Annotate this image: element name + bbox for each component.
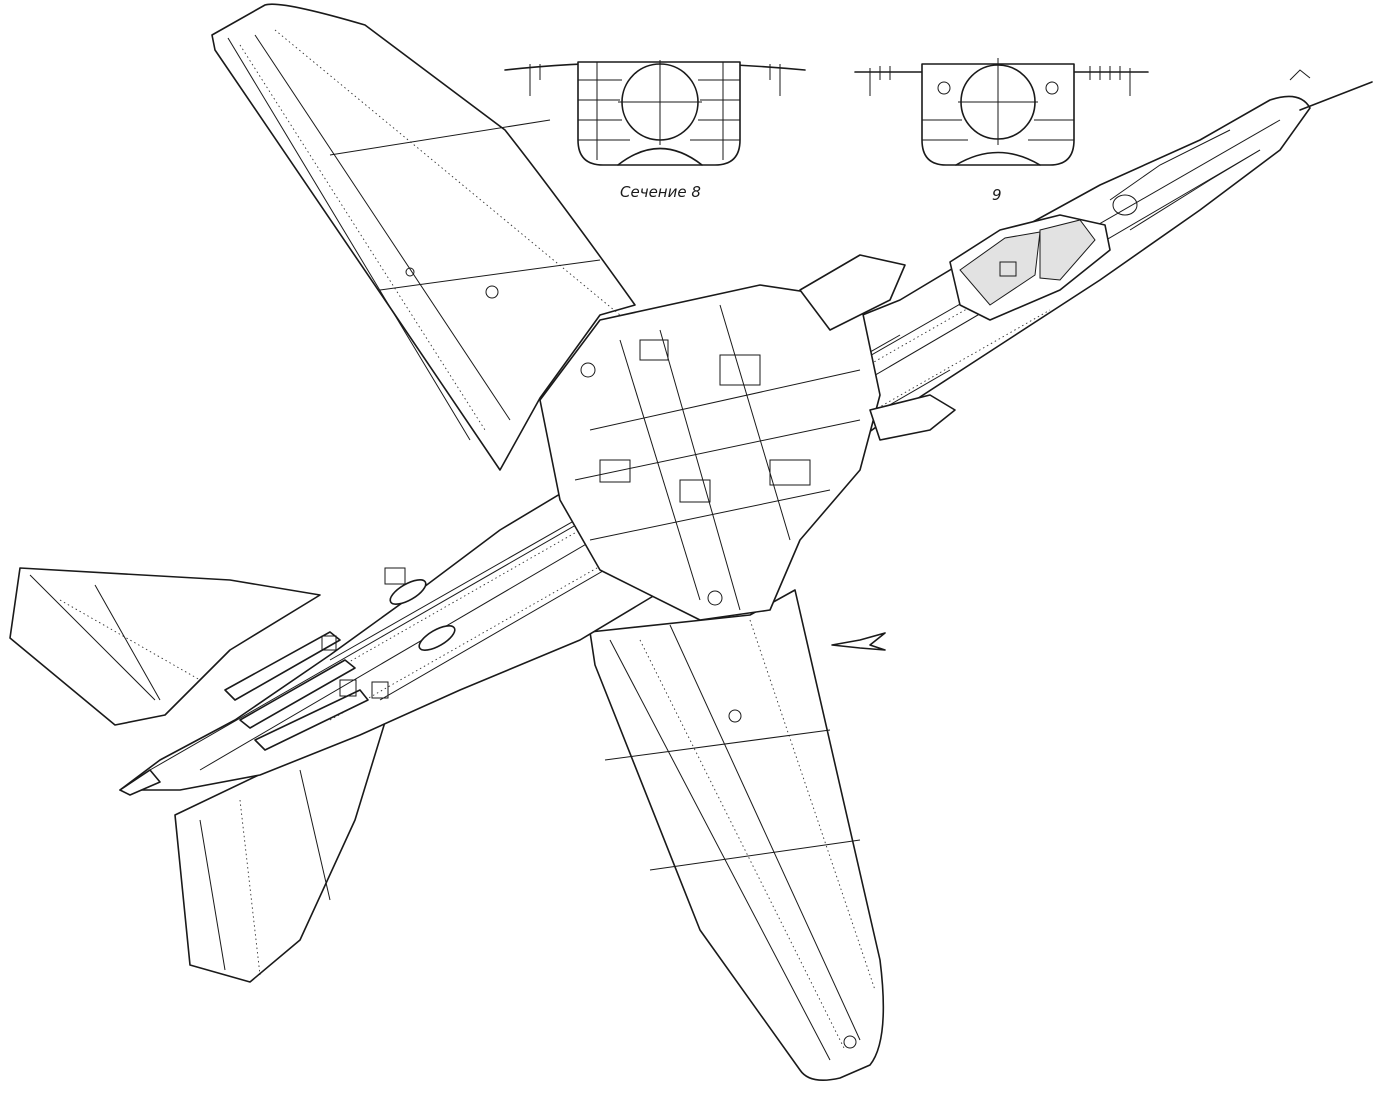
detached-store: [831, 632, 886, 651]
section-9-view: [854, 58, 1149, 166]
tail-cone: [119, 769, 161, 796]
section-9-label: 9: [992, 186, 1002, 204]
left-tailplane: [9, 567, 321, 726]
right-wing: [589, 589, 885, 1081]
left-wing: [211, 3, 636, 471]
section-8-view: [504, 60, 806, 166]
section-8-label: Сечение 8: [620, 183, 701, 201]
aircraft-underside-view: [9, 3, 1373, 1081]
pitot-probe: [1299, 81, 1373, 111]
